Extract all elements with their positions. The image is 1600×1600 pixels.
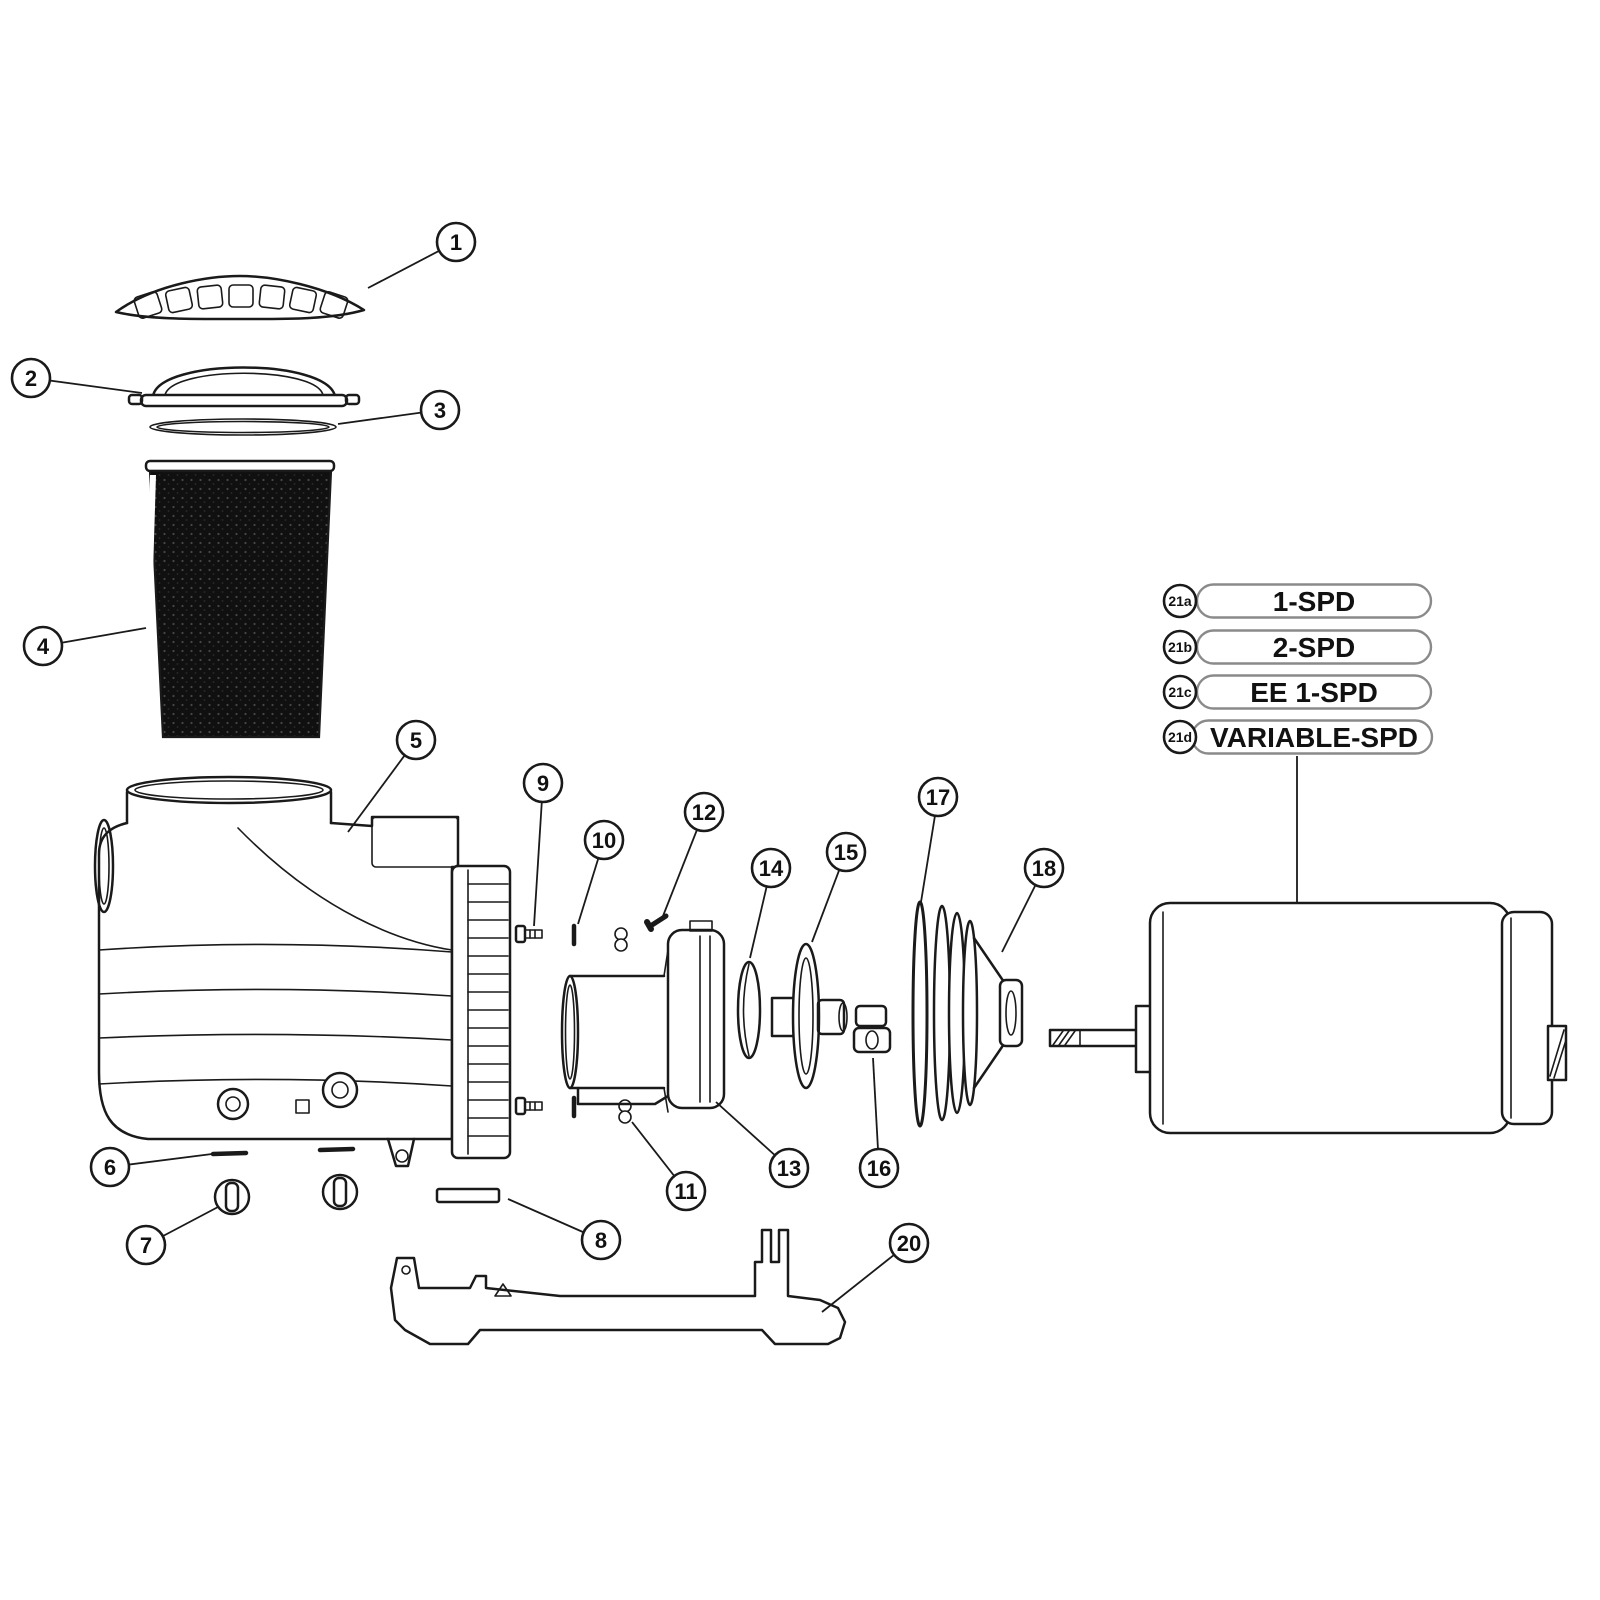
part-drain-plugs	[213, 1173, 359, 1216]
callout-12: 12	[683, 791, 725, 833]
part-lid-oring	[149, 418, 337, 436]
callout-11-number: 11	[674, 1179, 697, 1204]
callout-1-number: 1	[450, 230, 462, 255]
callout-9: 9	[522, 762, 564, 804]
callout-20-number: 20	[897, 1231, 921, 1256]
callout-13-number: 13	[777, 1156, 801, 1181]
callout-17: 17	[917, 776, 959, 818]
callout-11: 11	[665, 1170, 707, 1212]
callout-6: 6	[89, 1146, 131, 1188]
speed-option-21c-label: EE 1-SPD	[1250, 677, 1378, 708]
part-seal-plate-gasket	[911, 900, 929, 1128]
speed-option-21d-id: 21d	[1168, 729, 1192, 745]
speed-option-21c: 21c EE 1-SPD	[1162, 674, 1433, 710]
callout-2: 2	[10, 357, 52, 399]
callout-4-number: 4	[37, 634, 50, 659]
part-small-screw	[644, 913, 669, 932]
part-housing-bolts	[514, 924, 543, 1116]
callout-15: 15	[825, 831, 867, 873]
callout-20: 20	[888, 1222, 930, 1264]
part-eye-seal	[736, 960, 762, 1060]
part-seal-plate	[932, 904, 1024, 1122]
callout-16-number: 16	[867, 1156, 891, 1181]
callout-7-number: 7	[140, 1233, 152, 1258]
part-diffuser	[560, 920, 726, 1113]
part-pad	[435, 1187, 501, 1204]
callout-8-number: 8	[595, 1228, 607, 1253]
callout-7: 7	[125, 1224, 167, 1266]
part-motor	[1048, 901, 1568, 1135]
speed-option-21b-id: 21b	[1168, 639, 1192, 655]
speed-option-21a: 21a 1-SPD	[1162, 583, 1433, 619]
callout-12-number: 12	[692, 800, 716, 825]
callout-2-number: 2	[25, 366, 37, 391]
callout-18: 18	[1023, 847, 1065, 889]
speed-option-21c-id: 21c	[1168, 684, 1192, 700]
speed-option-21a-label: 1-SPD	[1273, 586, 1355, 617]
callout-15-number: 15	[834, 840, 858, 865]
callout-10-number: 10	[592, 828, 616, 853]
callout-14: 14	[750, 847, 792, 889]
callout-10: 10	[583, 819, 625, 861]
callout-17-number: 17	[926, 785, 950, 810]
callout-18-number: 18	[1032, 856, 1056, 881]
callout-16: 16	[858, 1147, 900, 1189]
part-lid	[127, 366, 361, 408]
callout-1: 1	[435, 221, 477, 263]
callout-9-number: 9	[537, 771, 549, 796]
callout-4: 4	[22, 625, 64, 667]
part-drain-plug-gaskets	[210, 1146, 356, 1157]
callout-3-number: 3	[434, 398, 446, 423]
speed-option-21d: 21d VARIABLE-SPD	[1162, 719, 1434, 755]
part-strainer-basket	[144, 459, 336, 739]
speed-option-21a-id: 21a	[1168, 593, 1192, 609]
speed-option-21b-label: 2-SPD	[1273, 632, 1355, 663]
speed-option-21b: 21b 2-SPD	[1162, 629, 1433, 665]
callout-6-number: 6	[104, 1155, 116, 1180]
speed-option-21d-label: VARIABLE-SPD	[1210, 722, 1418, 753]
callout-8: 8	[580, 1219, 622, 1261]
part-nuts	[614, 927, 632, 1124]
part-shaft-seal	[852, 1004, 892, 1054]
callout-14-number: 14	[759, 856, 784, 881]
part-pump-housing	[93, 775, 512, 1168]
callout-5-number: 5	[410, 728, 422, 753]
callout-3: 3	[419, 389, 461, 431]
callout-5: 5	[395, 719, 437, 761]
part-strainer-cover	[114, 274, 366, 321]
part-mounting-base	[389, 1228, 847, 1346]
part-impeller	[770, 942, 848, 1090]
callout-13: 13	[768, 1147, 810, 1189]
